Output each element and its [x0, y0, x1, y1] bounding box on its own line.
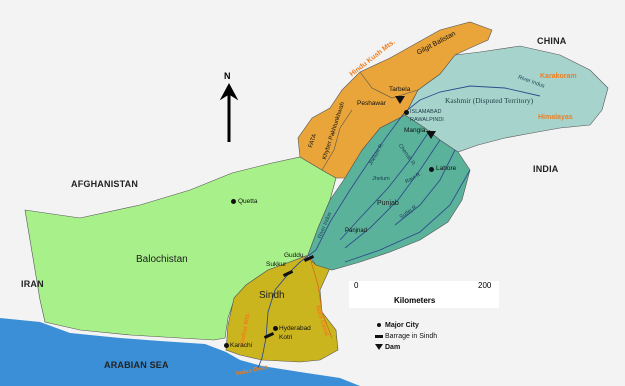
arabian-sea-area — [0, 318, 360, 386]
legend-row-dam: Dam — [373, 342, 437, 352]
label-jhelum: Jhelum — [372, 176, 390, 182]
dam-marker-mangla — [426, 131, 436, 139]
label-karakoram: Karakoram — [540, 73, 577, 80]
label-mangla: Mangla — [404, 127, 426, 134]
label-guddu: Guddu — [284, 252, 304, 259]
legend-city-label: Major City — [385, 321, 419, 329]
legend-city-icon — [377, 323, 381, 327]
label-balochistan: Balochistan — [136, 254, 188, 265]
north-label: N — [224, 71, 231, 81]
city-marker-karachi — [224, 343, 229, 348]
label-arabian-sea: ARABIAN SEA — [104, 360, 169, 370]
north-arrow — [219, 82, 239, 142]
label-sukkur: Sukkur — [266, 261, 287, 268]
label-hyderabad: Hyderabad — [279, 325, 311, 332]
label-afghanistan: AFGHANISTAN — [71, 179, 139, 189]
label-kotri: Kotri — [279, 334, 293, 341]
label-sindh: Sindh — [259, 290, 285, 301]
nara-canal — [309, 257, 333, 339]
label-india: INDIA — [533, 164, 559, 174]
city-marker-lahore — [429, 167, 434, 172]
legend-dam-label: Dam — [385, 343, 401, 351]
label-panjnad: Panjnad — [345, 228, 368, 234]
scale-unit-label: Kilometers — [394, 296, 436, 305]
jhelum-river — [339, 129, 431, 241]
label-tarbela: Tarbela — [389, 86, 411, 93]
label-quetta: Quetta — [238, 198, 258, 205]
chenab-river — [344, 139, 441, 249]
label-punjab: Punjab — [377, 200, 399, 207]
label-karachi: Karachi — [230, 342, 253, 349]
legend-barrage-icon — [375, 334, 383, 338]
label-islamabad: ISLAMABAD — [410, 109, 442, 115]
scale-end-label: 200 — [478, 281, 492, 290]
label-iran: IRAN — [21, 279, 44, 289]
ravi-river — [394, 149, 456, 226]
gilgit-boundary — [359, 71, 419, 99]
scale-start-label: 0 — [354, 281, 359, 290]
city-marker-quetta — [231, 199, 236, 204]
label-kashmir: Kashmir (Disputed Territory) — [445, 96, 534, 105]
sutlej-river — [344, 169, 471, 263]
sindh-area — [225, 255, 339, 363]
legend-row-city: Major City — [373, 320, 437, 330]
label-peshawar: Peshawar — [357, 100, 386, 107]
legend: Major City Barrage in Sindh Dam — [373, 320, 437, 353]
scale-box — [349, 281, 499, 308]
legend-row-barrage: Barrage in Sindh — [373, 331, 437, 341]
label-lahore: Lahore — [436, 165, 457, 172]
legend-barrage-label: Barrage in Sindh — [385, 332, 438, 340]
fata-boundary — [321, 109, 353, 171]
label-china: CHINA — [537, 36, 567, 46]
label-himalayas: Himalayas — [538, 114, 573, 121]
legend-dam-icon — [375, 344, 383, 350]
label-rawalpindi: RAWALPINDI — [410, 117, 444, 123]
indus-river — [257, 85, 541, 369]
city-marker-hyderabad — [273, 326, 278, 331]
city-marker-islamabad — [404, 110, 409, 115]
dam-marker-tarbela — [395, 96, 405, 104]
